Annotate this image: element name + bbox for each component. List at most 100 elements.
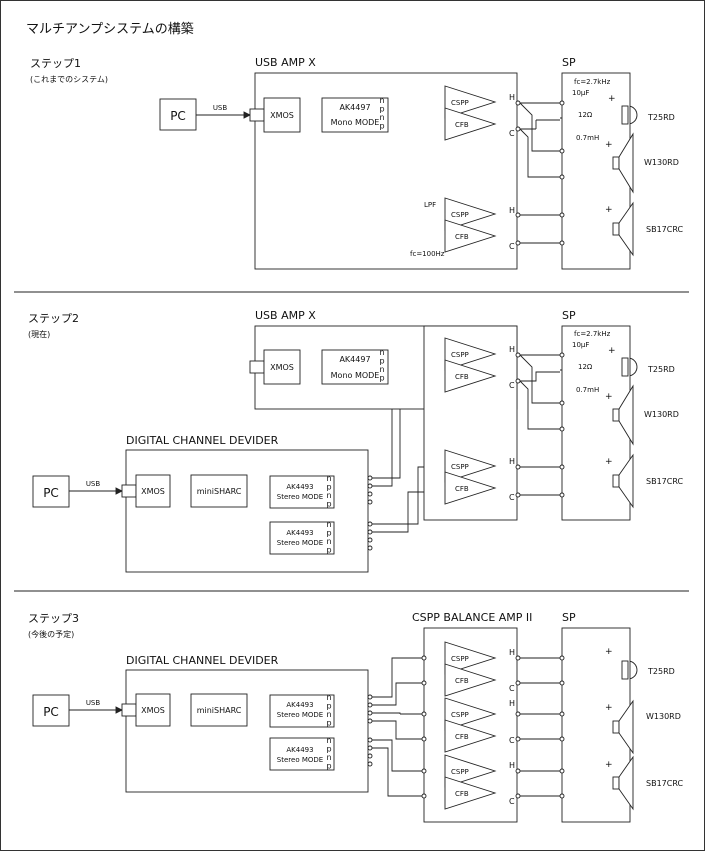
np-pin-label: p [326,529,331,538]
amp-triangle [444,219,497,253]
cspp-label: CSPP [451,768,469,776]
amp-triangle [444,107,497,141]
junction-node [367,521,373,527]
usb-amp-title: USB AMP X [255,56,316,69]
np-pin-label: p [326,546,331,555]
driver-magnet [612,720,620,734]
h-label: H [509,457,515,466]
np-pin-label: n [326,710,331,719]
xmos-block [263,349,301,385]
ind-label: 0.7mH [576,134,599,142]
junction-node [367,745,373,751]
wire [519,354,580,404]
amp-triangle [444,776,497,810]
cfb-label: CFB [455,790,469,798]
junction-node [367,710,373,716]
sb17-label: SB17CRC [646,225,683,234]
driver-magnet [612,474,620,488]
xmos-block [135,693,171,727]
amp-triangle [444,641,497,675]
np-pin-label: n [326,491,331,500]
wire [520,371,560,382]
junction-node [367,529,373,535]
plus-label: + [605,205,613,215]
plus-label: + [605,392,613,402]
amp-triangle [444,449,497,483]
np-pin-label: n [379,348,384,357]
dac-block-a [269,694,335,728]
cfb-label: CFB [455,733,469,741]
np-pin-label: p [326,702,331,711]
fc27-label: fc=2.7kHz [574,78,611,86]
junction-node [515,736,521,742]
dac-label-2: Stereo MODE [277,493,323,501]
tweeter-body [621,357,629,377]
junction-node [559,464,565,470]
junction-node [515,492,521,498]
junction-node [421,793,427,799]
junction-node [559,400,565,406]
driver-magnet [612,222,620,236]
sb17-label: SB17CRC [646,779,683,788]
junction-node [559,240,565,246]
dac-label-2: Stereo MODE [277,711,323,719]
usb-label: USB [213,104,228,112]
tweeter-body [621,660,629,680]
dac-label-2: Mono MODE [331,118,380,127]
junction-node [559,352,565,358]
np-pin-label: p [326,483,331,492]
dac-label-1: AK4493 [286,746,313,754]
w130-label: W130RD [646,712,681,721]
xmos-label: XMOS [270,111,294,120]
driver-cone [618,755,634,811]
cspp-label: CSPP [451,463,469,471]
driver-magnet [612,408,620,422]
pc-box [159,98,197,131]
arrow-head [243,111,252,119]
junction-node [515,793,521,799]
junction-node [367,483,373,489]
junction-node [515,464,521,470]
junction-node [421,768,427,774]
pc-label: PC [43,705,59,719]
np-pin-label: n [326,474,331,483]
h-label: H [509,93,515,102]
dac-block-b [269,521,335,555]
xmos-label: XMOS [270,363,294,372]
plus-label: + [605,760,613,770]
np-pin-label: n [326,736,331,745]
plus-label: + [605,703,613,713]
driver-magnet [612,776,620,790]
junction-node [515,655,521,661]
arrow-head [115,487,124,495]
np-pin-label: n [379,113,384,122]
t25-label: T25RD [647,667,675,676]
c-label: C [509,684,515,693]
junction-node [515,680,521,686]
wire [370,747,400,797]
junction-node [515,711,521,717]
wire [370,712,401,714]
sb17-label: SB17CRC [646,477,683,486]
np-pin-label: n [326,520,331,529]
np-pin-label: p [379,105,384,114]
wire [370,682,400,706]
amp-triangle [444,471,497,505]
res-label: 12Ω [578,363,593,371]
amp-triangle [444,719,497,753]
step2-note: (現在) [28,329,50,339]
minisharc-block [190,474,248,508]
step3-name: ステップ3 [28,612,79,625]
junction-node [559,736,565,742]
tweeter-dome [627,105,638,125]
np-pin-label: p [326,500,331,509]
h-label: H [509,206,515,215]
cap-label: 10μF [572,341,589,349]
dac-block [321,97,389,133]
cspp-label: CSPP [451,711,469,719]
cspp-label: CSPP [451,351,469,359]
junction-node [421,711,427,717]
h-label: H [509,761,515,770]
junction-node [367,761,373,767]
